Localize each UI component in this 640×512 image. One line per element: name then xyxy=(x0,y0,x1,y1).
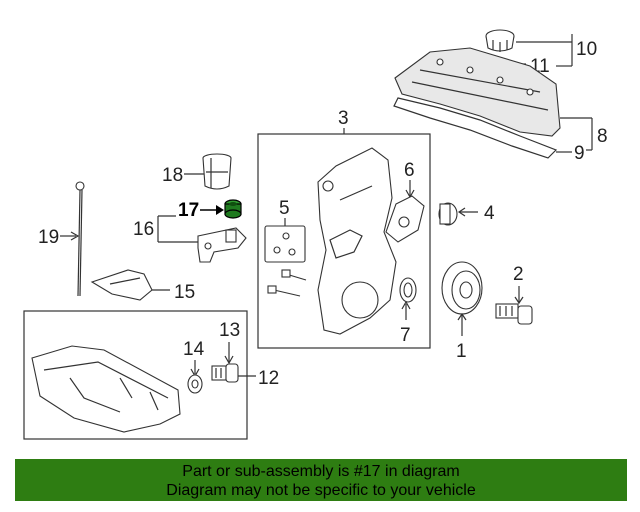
callout-19: 19 xyxy=(38,227,59,248)
callout-16: 16 xyxy=(133,219,154,240)
crankshaft-pulley[interactable] xyxy=(441,261,483,315)
oil-filter[interactable] xyxy=(202,153,232,190)
highlighted-part-17[interactable] xyxy=(224,199,242,219)
callout-14: 14 xyxy=(183,339,205,360)
cover-bolts[interactable] xyxy=(267,269,307,297)
footer-line-2: Diagram may not be specific to your vehi… xyxy=(166,482,476,499)
oil-pan[interactable] xyxy=(31,345,181,433)
callout-9: 9 xyxy=(574,143,585,164)
cam-sensor[interactable] xyxy=(438,202,458,226)
valve-cover[interactable] xyxy=(394,47,561,137)
footer-line-1: Part or sub-assembly is #17 in diagram xyxy=(182,463,460,480)
oil-baffle-plate[interactable] xyxy=(90,269,153,301)
drain-plug-washer[interactable] xyxy=(187,374,203,394)
callout-8: 8 xyxy=(597,126,608,147)
cover-seal-plate[interactable] xyxy=(385,195,425,243)
callout-17-arrowhead xyxy=(216,205,224,215)
callout-10: 10 xyxy=(576,39,597,60)
callout-12: 12 xyxy=(258,368,279,389)
oil-pan-group-box xyxy=(23,310,248,440)
valve-cover-gasket[interactable] xyxy=(393,97,558,159)
callout-4: 4 xyxy=(484,203,495,224)
callout-15: 15 xyxy=(174,282,195,303)
callout-3: 3 xyxy=(338,108,349,129)
crankshaft-oil-seal[interactable] xyxy=(399,277,417,303)
oil-filler-cap[interactable] xyxy=(485,29,515,52)
oil-pressure-housing[interactable] xyxy=(197,227,247,263)
callout-2: 2 xyxy=(513,264,524,285)
footer-banner: Part or sub-assembly is #17 in diagram D… xyxy=(15,459,627,501)
cover-gasket-plate[interactable] xyxy=(264,225,306,263)
callout-1: 1 xyxy=(456,341,467,362)
oil-dipstick[interactable] xyxy=(75,181,85,297)
drain-bolt[interactable] xyxy=(211,363,239,383)
callout-5: 5 xyxy=(279,198,290,219)
callout-7: 7 xyxy=(400,325,411,346)
pulley-bolt[interactable] xyxy=(495,303,533,325)
callout-18: 18 xyxy=(162,165,183,186)
callout-6: 6 xyxy=(404,160,415,181)
callout-13: 13 xyxy=(219,320,240,341)
timing-chain-cover[interactable] xyxy=(317,147,397,335)
callout-17: 17 xyxy=(178,200,199,221)
parts-diagram: 10 11 8 9 3 5 6 xyxy=(23,29,608,440)
